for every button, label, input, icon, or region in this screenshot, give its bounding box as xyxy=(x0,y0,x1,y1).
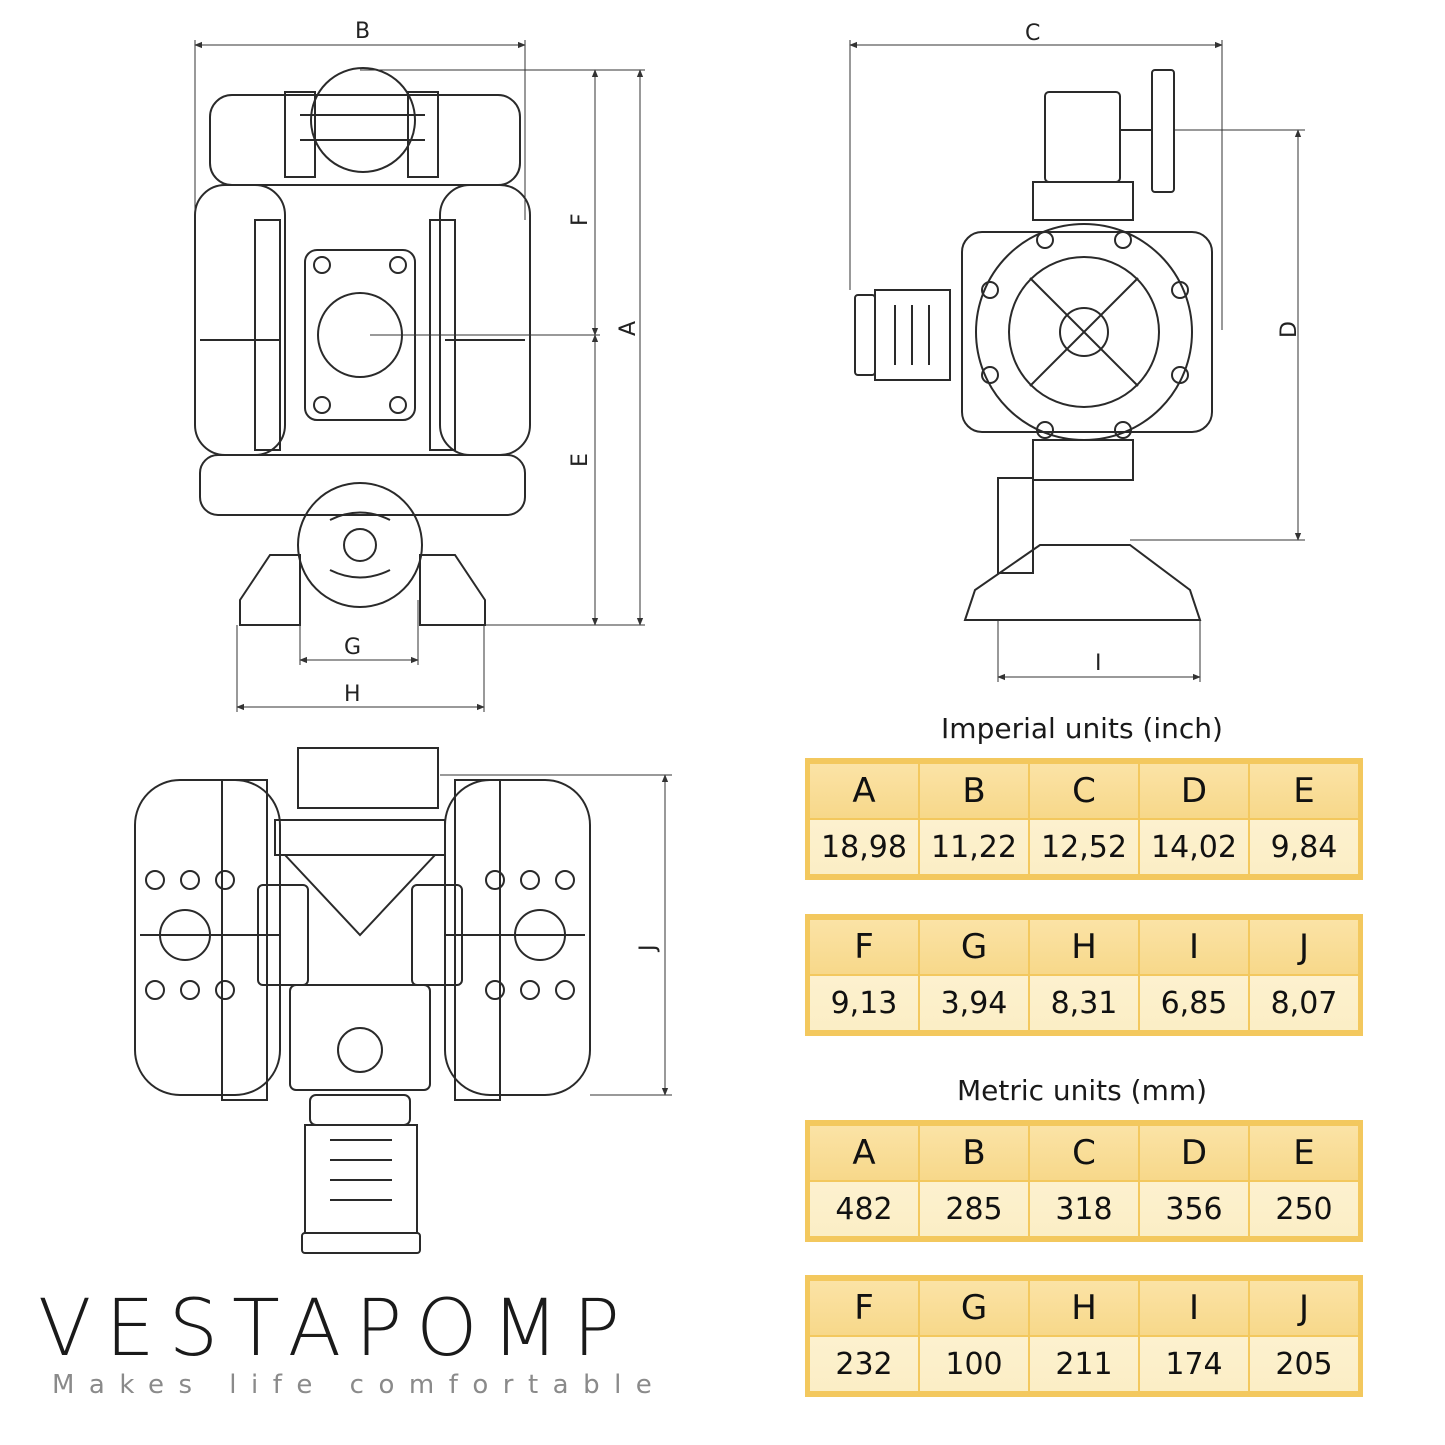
imperial-table-1: A B C D E 18,98 11,22 12,52 14,02 9,84 xyxy=(805,758,1363,880)
imperial-title: Imperial units (inch) xyxy=(941,712,1223,745)
table-value: 9,84 xyxy=(1250,820,1358,874)
table-value: 8,31 xyxy=(1030,976,1138,1030)
imperial-table-2: F G H I J 9,13 3,94 8,31 6,85 8,07 xyxy=(805,914,1363,1036)
table-header: D xyxy=(1140,764,1248,818)
table-header: J xyxy=(1250,920,1358,974)
table-value: 318 xyxy=(1030,1182,1138,1236)
table-value: 100 xyxy=(920,1337,1028,1391)
dim-label-e: E xyxy=(568,453,593,467)
table-header: H xyxy=(1030,920,1138,974)
table-header: B xyxy=(920,764,1028,818)
table-header: I xyxy=(1140,1281,1248,1335)
metric-table-2: F G H I J 232 100 211 174 205 xyxy=(805,1275,1363,1397)
dim-label-h: H xyxy=(344,682,361,707)
table-value: 482 xyxy=(810,1182,918,1236)
table-value: 6,85 xyxy=(1140,976,1248,1030)
table-header: H xyxy=(1030,1281,1138,1335)
table-header: E xyxy=(1250,764,1358,818)
metric-table-1: A B C D E 482 285 318 356 250 xyxy=(805,1120,1363,1242)
table-header: E xyxy=(1250,1126,1358,1180)
dim-label-j: J xyxy=(636,945,661,954)
table-header: G xyxy=(920,920,1028,974)
table-header: C xyxy=(1030,764,1138,818)
dim-label-b: B xyxy=(355,19,370,44)
brand-name: VESTAPOMP xyxy=(38,1284,634,1374)
table-value: 232 xyxy=(810,1337,918,1391)
brand-logo: VESTAPOMP Makes life comfortable xyxy=(38,1290,666,1400)
front-view-dimensions xyxy=(194,40,645,712)
table-header: B xyxy=(920,1126,1028,1180)
table-header: A xyxy=(810,764,918,818)
table-value: 356 xyxy=(1140,1182,1248,1236)
table-header: A xyxy=(810,1126,918,1180)
table-header: J xyxy=(1250,1281,1358,1335)
dim-label-a: A xyxy=(616,321,641,336)
front-view-drawing xyxy=(194,67,531,626)
table-value: 174 xyxy=(1140,1337,1248,1391)
table-header: F xyxy=(810,920,918,974)
dim-label-i: I xyxy=(1095,651,1102,676)
bottom-view-dimensions xyxy=(440,774,672,1096)
table-value: 12,52 xyxy=(1030,820,1138,874)
table-value: 3,94 xyxy=(920,976,1028,1030)
table-value: 285 xyxy=(920,1182,1028,1236)
side-view-dimensions xyxy=(849,40,1305,682)
table-value: 11,22 xyxy=(920,820,1028,874)
table-value: 250 xyxy=(1250,1182,1358,1236)
brand-tagline: Makes life comfortable xyxy=(52,1370,667,1400)
table-header: D xyxy=(1140,1126,1248,1180)
dim-label-c: C xyxy=(1025,21,1040,46)
table-header: G xyxy=(920,1281,1028,1335)
table-value: 18,98 xyxy=(810,820,918,874)
table-value: 8,07 xyxy=(1250,976,1358,1030)
metric-title: Metric units (mm) xyxy=(956,1074,1208,1107)
table-value: 9,13 xyxy=(810,976,918,1030)
dim-label-f: F xyxy=(568,213,593,226)
dim-label-g: G xyxy=(344,635,361,660)
table-header: C xyxy=(1030,1126,1138,1180)
side-view-drawing xyxy=(854,69,1213,621)
table-header: F xyxy=(810,1281,918,1335)
table-value: 211 xyxy=(1030,1337,1138,1391)
bottom-view-drawing xyxy=(134,747,591,1254)
table-header: I xyxy=(1140,920,1248,974)
dim-label-d: D xyxy=(1277,321,1302,338)
table-value: 14,02 xyxy=(1140,820,1248,874)
table-value: 205 xyxy=(1250,1337,1358,1391)
